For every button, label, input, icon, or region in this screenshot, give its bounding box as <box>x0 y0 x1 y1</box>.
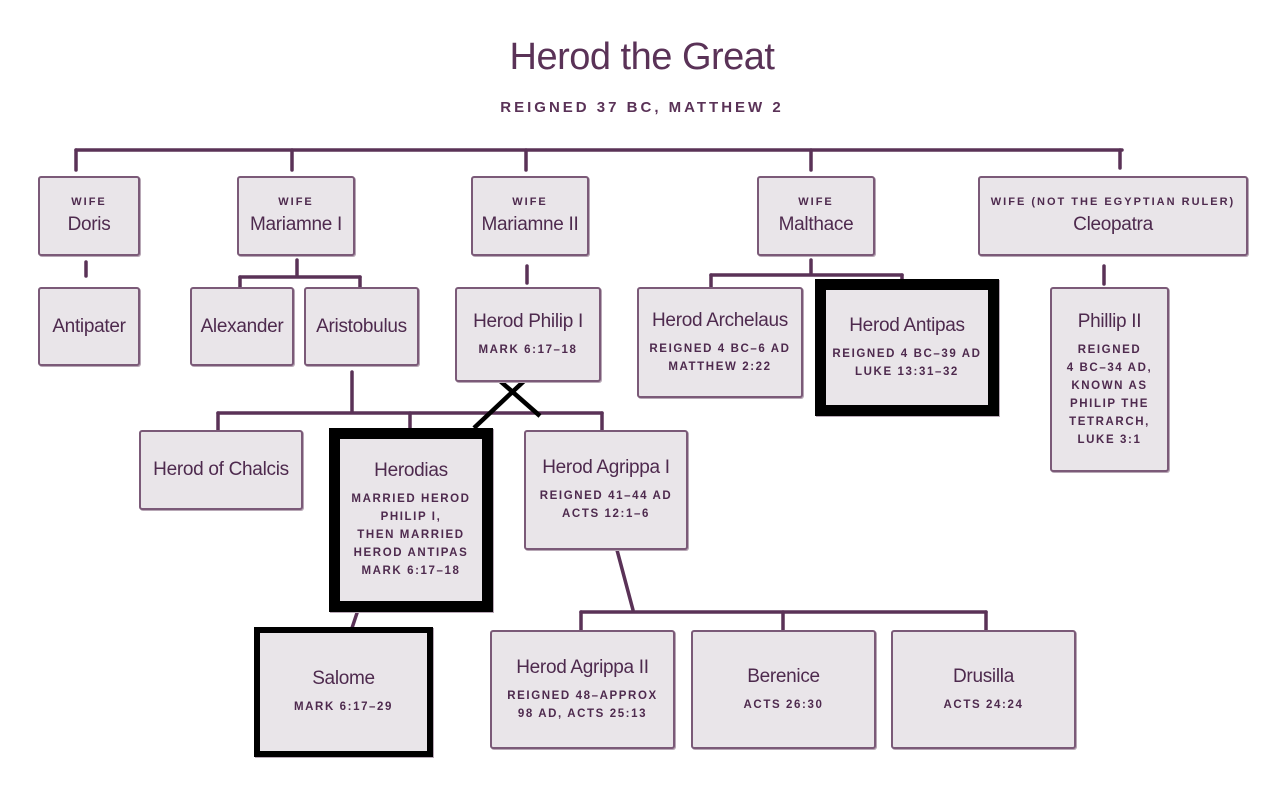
node-name: Aristobulus <box>316 315 407 337</box>
node-mariamne-i: WIFE Mariamne I <box>237 176 355 256</box>
node-role: WIFE (NOT THE EGYPTIAN RULER) <box>990 196 1236 208</box>
node-herod-philip-i: Herod Philip I MARK 6:17–18 <box>455 287 601 382</box>
note-line: TETRARCH, <box>1069 415 1150 428</box>
note-line: REIGNED 48–APPROX <box>507 689 658 702</box>
node-name: Alexander <box>200 315 284 337</box>
node-role: WIFE <box>512 196 548 208</box>
note-line: KNOWN AS <box>1071 379 1148 392</box>
node-note: REIGNED 4 BC–34 AD, KNOWN AS PHILIP THE … <box>1061 341 1159 449</box>
node-salome: Salome MARK 6:17–29 <box>254 627 433 757</box>
node-note: REIGNED 41–44 AD ACTS 12:1–6 <box>534 487 679 523</box>
chart-title: Herod the Great <box>509 36 775 78</box>
node-name: Mariamne I <box>249 214 343 235</box>
note-line: MARRIED HEROD <box>351 493 471 505</box>
node-name: Doris <box>67 214 111 235</box>
note-line: THEN MARRIED <box>357 529 465 541</box>
node-antipater: Antipater <box>38 287 140 366</box>
node-note: MARK 6:17–18 <box>478 343 578 356</box>
node-role: WIFE <box>278 196 314 208</box>
node-herod-agrippa-ii: Herod Agrippa II REIGNED 48–APPROX 98 AD… <box>490 630 675 749</box>
node-aristobulus: Aristobulus <box>304 287 419 366</box>
node-note: ACTS 26:30 <box>743 698 824 711</box>
node-name: Mariamne II <box>481 214 579 235</box>
node-name: Herod Philip I <box>473 310 583 332</box>
note-line: REIGNED 4 BC–39 AD <box>832 347 982 360</box>
node-name: Herod Agrippa I <box>542 457 670 478</box>
node-name: Phillip II <box>1077 310 1142 332</box>
node-name: Antipater <box>52 315 126 337</box>
node-herodias: Herodias MARRIED HEROD PHILIP I, THEN MA… <box>329 428 493 612</box>
node-herod-agrippa-i: Herod Agrippa I REIGNED 41–44 AD ACTS 12… <box>524 430 688 550</box>
node-role: WIFE <box>798 196 834 208</box>
node-name: Herod Antipas <box>849 314 965 336</box>
node-berenice: Berenice ACTS 26:30 <box>691 630 876 749</box>
note-line: HEROD ANTIPAS <box>353 547 469 559</box>
node-doris: WIFE Doris <box>38 176 140 256</box>
node-name: Herod Agrippa II <box>516 656 649 678</box>
note-line: 4 BC–34 AD, <box>1066 361 1153 374</box>
node-mariamne-ii: WIFE Mariamne II <box>471 176 589 256</box>
node-name: Malthace <box>778 214 854 235</box>
node-drusilla: Drusilla ACTS 24:24 <box>891 630 1076 749</box>
node-malthace: WIFE Malthace <box>757 176 875 256</box>
note-line: MARK 6:17–18 <box>361 565 461 577</box>
node-herod-antipas: Herod Antipas REIGNED 4 BC–39 AD LUKE 13… <box>815 279 999 416</box>
note-line: REIGNED 41–44 AD <box>539 490 673 502</box>
node-herod-of-chalcis: Herod of Chalcis <box>139 430 303 510</box>
node-phillip-ii: Phillip II REIGNED 4 BC–34 AD, KNOWN AS … <box>1050 287 1169 472</box>
node-note: REIGNED 48–APPROX 98 AD, ACTS 25:13 <box>501 687 664 723</box>
chart-subtitle: REIGNED 37 BC, MATTHEW 2 <box>500 99 784 116</box>
node-note: REIGNED 4 BC–39 AD LUKE 13:31–32 <box>832 345 981 381</box>
node-name: Cleopatra <box>1073 214 1153 235</box>
node-cleopatra: WIFE (NOT THE EGYPTIAN RULER) Cleopatra <box>978 176 1248 256</box>
node-name: Berenice <box>747 665 820 687</box>
node-role: WIFE <box>71 196 107 208</box>
node-note: ACTS 24:24 <box>943 698 1024 711</box>
note-line: REIGNED <box>1077 343 1142 356</box>
node-alexander: Alexander <box>190 287 294 366</box>
note-line: ACTS 12:1–6 <box>562 508 650 520</box>
note-line: REIGNED 4 BC–6 AD <box>649 342 791 355</box>
note-line: PHILIP THE <box>1069 397 1150 410</box>
node-name: Drusilla <box>953 665 1014 687</box>
node-name: Herod Archelaus <box>652 309 788 331</box>
node-herod-archelaus: Herod Archelaus REIGNED 4 BC–6 AD MATTHE… <box>637 287 803 398</box>
note-line: LUKE 13:31–32 <box>855 365 959 378</box>
note-line: LUKE 3:1 <box>1077 433 1142 446</box>
node-name: Salome <box>312 668 375 689</box>
node-note: REIGNED 4 BC–6 AD MATTHEW 2:22 <box>643 340 796 376</box>
note-line: PHILIP I, <box>380 511 442 523</box>
node-note: MARRIED HEROD PHILIP I, THEN MARRIED HER… <box>351 490 470 580</box>
note-line: 98 AD, ACTS 25:13 <box>517 707 648 720</box>
note-line: MATTHEW 2:22 <box>668 360 772 373</box>
node-name: Herod of Chalcis <box>153 459 289 480</box>
node-note: MARK 6:17–29 <box>293 701 394 713</box>
node-name: Herodias <box>374 460 448 481</box>
